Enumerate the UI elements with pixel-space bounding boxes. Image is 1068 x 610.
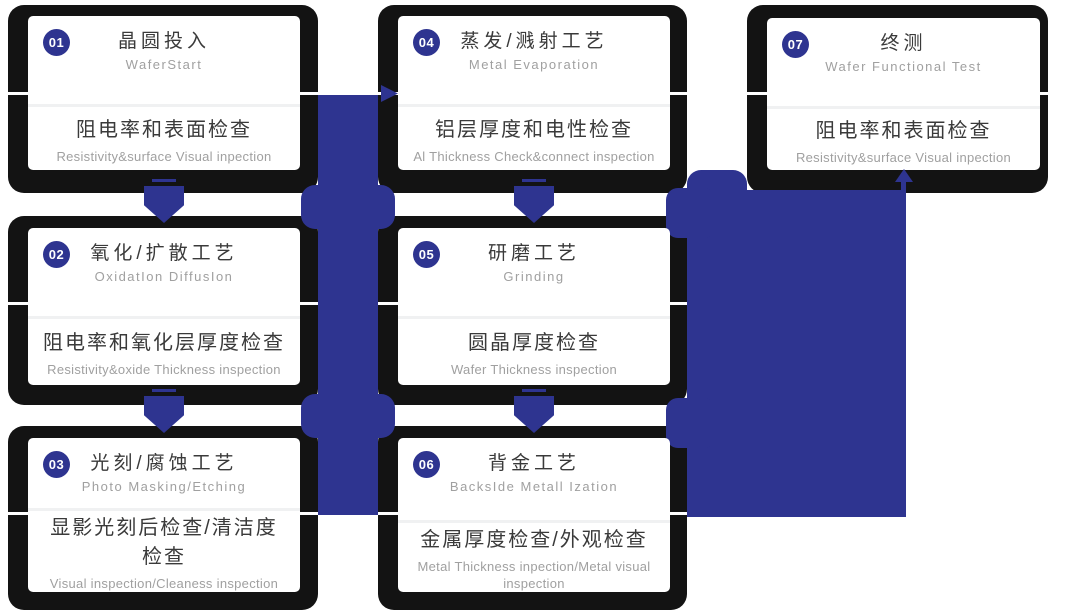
step-number-badge: 04 bbox=[413, 29, 440, 56]
step-title-en: Grinding bbox=[503, 269, 565, 284]
connector-ribbon-03-to-04 bbox=[318, 95, 378, 515]
step-card-header: 01 晶圆投入 WaferStart bbox=[28, 16, 300, 107]
inspection-en: Metal Thickness inpection/Metal visual i… bbox=[417, 559, 651, 591]
step-number-badge: 03 bbox=[43, 451, 70, 478]
step-title-cn: 蒸发/溅射工艺 bbox=[460, 31, 608, 52]
inspection-cn: 阻电率和氧化层厚度检查 bbox=[43, 332, 285, 354]
step-card-02: 02 氧化/扩散工艺 OxidatIon DiffusIon 阻电率和氧化层厚度… bbox=[28, 228, 300, 385]
inspection-en: Visual inspection/Cleaness inspection bbox=[49, 576, 279, 591]
step-card-04: 04 蒸发/溅射工艺 Metal Evaporation 铝层厚度和电性检查 A… bbox=[398, 16, 670, 170]
step-number-badge: 06 bbox=[413, 451, 440, 478]
step-card-header: 07 终测 Wafer Functional Test bbox=[767, 18, 1040, 109]
step-title-cn: 氧化/扩散工艺 bbox=[90, 243, 238, 264]
step-title-cn: 晶圆投入 bbox=[117, 31, 210, 52]
arrow-up-icon bbox=[901, 180, 906, 193]
step-card-inspection: 阻电率和表面检查 Resistivity&surface Visual inpe… bbox=[28, 107, 300, 170]
step-card-header: 04 蒸发/溅射工艺 Metal Evaporation bbox=[398, 16, 670, 107]
step-number-badge: 05 bbox=[413, 241, 440, 268]
step-title-cn: 终测 bbox=[880, 33, 927, 54]
inspection-en: Wafer Thickness inspection bbox=[450, 362, 618, 377]
step-card-header: 06 背金工艺 BacksIde Metall Ization bbox=[398, 438, 670, 523]
connector-ribbon-bulge bbox=[666, 188, 716, 238]
step-title-cn: 背金工艺 bbox=[487, 453, 580, 474]
step-title-en: WaferStart bbox=[125, 57, 203, 72]
step-card-03: 03 光刻/腐蚀工艺 Photo Masking/Etching 显影光刻后检查… bbox=[28, 438, 300, 592]
inspection-cn: 阻电率和表面检查 bbox=[815, 119, 992, 142]
inspection-cn: 阻电率和表面检查 bbox=[76, 118, 252, 141]
inspection-en: Al Thickness Check&connect inspection bbox=[413, 148, 655, 164]
connector-ribbon-bulge bbox=[301, 185, 395, 229]
inspection-cn: 显影光刻后检查/清洁度检查 bbox=[50, 517, 278, 568]
step-number-badge: 01 bbox=[43, 29, 70, 56]
step-title-cn: 研磨工艺 bbox=[487, 243, 580, 264]
inspection-en: Resistivity&oxide Thickness inspection bbox=[47, 362, 281, 377]
inspection-cn: 金属厚度检查/外观检查 bbox=[420, 529, 648, 551]
inspection-cn: 铝层厚度和电性检查 bbox=[435, 118, 633, 141]
step-card-inspection: 阻电率和氧化层厚度检查 Resistivity&oxide Thickness … bbox=[28, 319, 300, 385]
arrow-down-icon bbox=[522, 179, 546, 182]
step-card-header: 03 光刻/腐蚀工艺 Photo Masking/Etching bbox=[28, 438, 300, 511]
step-title-en: Wafer Functional Test bbox=[825, 59, 982, 74]
arrow-down-icon bbox=[522, 389, 546, 392]
step-number-badge: 02 bbox=[43, 241, 70, 268]
step-card-07: 07 终测 Wafer Functional Test 阻电率和表面检查 Res… bbox=[767, 18, 1040, 170]
step-card-inspection: 圆晶厚度检查 Wafer Thickness inspection bbox=[398, 319, 670, 385]
connector-ribbon-bulge bbox=[666, 398, 716, 448]
step-title-en: Metal Evaporation bbox=[468, 57, 600, 72]
inspection-en: Resistivity&surface Visual inpection bbox=[56, 148, 272, 164]
step-card-inspection: 显影光刻后检查/清洁度检查 Visual inspection/Cleaness… bbox=[28, 511, 300, 592]
connector-ribbon-bulge bbox=[301, 394, 395, 438]
step-card-01: 01 晶圆投入 WaferStart 阻电率和表面检查 Resistivity&… bbox=[28, 16, 300, 170]
inspection-cn: 圆晶厚度检查 bbox=[468, 332, 600, 354]
step-card-header: 05 研磨工艺 Grinding bbox=[398, 228, 670, 319]
arrow-down-icon bbox=[152, 389, 176, 392]
step-card-05: 05 研磨工艺 Grinding 圆晶厚度检查 Wafer Thickness … bbox=[398, 228, 670, 385]
step-card-inspection: 阻电率和表面检查 Resistivity&surface Visual inpe… bbox=[767, 109, 1040, 170]
step-title-cn: 光刻/腐蚀工艺 bbox=[90, 453, 238, 474]
step-card-inspection: 金属厚度检查/外观检查 Metal Thickness inpection/Me… bbox=[398, 523, 670, 592]
connector-ribbon-06-to-07 bbox=[687, 190, 906, 517]
step-title-en: BacksIde Metall Ization bbox=[449, 479, 619, 494]
inspection-en: Resistivity&surface Visual inpection bbox=[795, 149, 1012, 165]
step-card-header: 02 氧化/扩散工艺 OxidatIon DiffusIon bbox=[28, 228, 300, 319]
step-card-inspection: 铝层厚度和电性检查 Al Thickness Check&connect ins… bbox=[398, 107, 670, 170]
step-number-badge: 07 bbox=[782, 31, 809, 58]
step-title-en: OxidatIon DiffusIon bbox=[94, 269, 234, 284]
step-card-06: 06 背金工艺 BacksIde Metall Ization 金属厚度检查/外… bbox=[398, 438, 670, 592]
step-title-en: Photo Masking/Etching bbox=[81, 479, 247, 494]
arrow-down-icon bbox=[152, 179, 176, 182]
